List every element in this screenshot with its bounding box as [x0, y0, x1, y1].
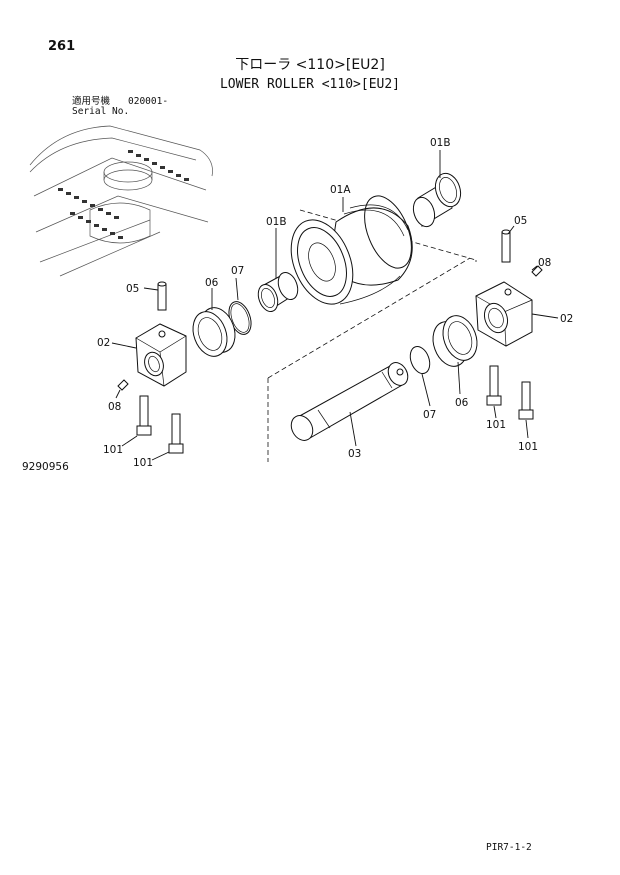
fitting-icon [117, 379, 129, 391]
track-frame-overview-icon [29, 125, 213, 277]
shaft-icon [290, 362, 409, 441]
bushing-icon [257, 271, 299, 313]
roller-body-icon [290, 195, 413, 305]
callout-08: 08 [538, 257, 551, 269]
callout-08: 08 [108, 401, 121, 413]
bolt-icon [136, 395, 184, 454]
callout-07: 07 [231, 265, 244, 277]
page-title-japanese: 下ローラ <110>[EU2] [235, 57, 385, 73]
callout-06: 06 [205, 277, 219, 289]
callout-01B: 01B [430, 137, 451, 149]
callout-05: 05 [514, 215, 527, 227]
o-ring-icon [230, 303, 250, 333]
serial-label-english: Serial No. [72, 106, 130, 117]
seal-icon [432, 315, 478, 367]
page-code: PIR7-1-2 [486, 842, 532, 853]
bushing-icon [412, 172, 462, 228]
seal-icon [192, 307, 236, 357]
callout-01A: 01A [330, 184, 351, 196]
callout-02: 02 [97, 337, 110, 349]
callout-05: 05 [126, 283, 139, 295]
callout-101: 101 [518, 441, 538, 453]
illustration-number: 9290956 [22, 461, 69, 473]
callout-07: 07 [423, 409, 436, 421]
callout-101: 101 [103, 444, 123, 456]
page-title-english: LOWER ROLLER <110>[EU2] [219, 77, 400, 92]
bolt-icon [486, 365, 534, 420]
serial-label-japanese: 適用号機 [72, 96, 111, 107]
callout-101: 101 [486, 419, 506, 431]
o-ring-icon [409, 345, 431, 375]
collar-icon [135, 323, 187, 387]
leader-lines [111, 150, 559, 461]
callout-101: 101 [133, 457, 153, 469]
callout-02: 02 [560, 313, 573, 325]
collar-icon [475, 281, 533, 347]
callout-01B: 01B [266, 216, 287, 228]
assembly-boundary [267, 209, 477, 462]
pin-icon [157, 281, 167, 311]
callout-03: 03 [348, 448, 361, 460]
fitting-icon [531, 265, 543, 277]
serial-number-value: 020001- [128, 96, 169, 107]
page-number: 261 [48, 39, 76, 54]
pin-icon [501, 229, 511, 263]
callout-06: 06 [455, 397, 469, 409]
